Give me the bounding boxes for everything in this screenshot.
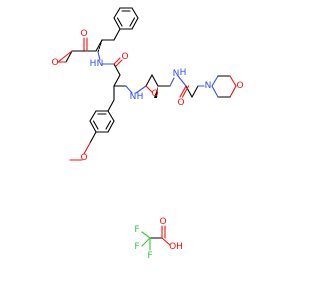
tfa-hydroxyl: OH bbox=[169, 242, 183, 252]
epoxide-oxygen: O bbox=[51, 58, 58, 68]
tfa-fluorine-3: F bbox=[147, 251, 152, 261]
tfa-bonds bbox=[141, 225, 171, 251]
morpholine-ring bbox=[211, 75, 237, 98]
amide1-oxygen: O bbox=[121, 52, 128, 62]
bond-network bbox=[57, 7, 237, 251]
morpholine-oxygen: O bbox=[236, 81, 243, 91]
methoxy-oxygen: O bbox=[80, 153, 87, 163]
morpholine-nitrogen: N bbox=[205, 81, 212, 91]
amide3-oxygen: O bbox=[177, 98, 184, 108]
ketone-oxygen: O bbox=[80, 29, 87, 39]
atom-labels: O O N H O N H O N H O N O O O OH F F F bbox=[51, 29, 243, 261]
amide2-oxygen: O bbox=[151, 89, 158, 99]
tfa-carbonyl-oxygen: O bbox=[159, 217, 166, 227]
tfa-fluorine-1: F bbox=[134, 225, 139, 235]
amide1-hydrogen: H bbox=[90, 59, 97, 69]
amide3-hydrogen: H bbox=[180, 68, 187, 78]
tfa-fluorine-2: F bbox=[134, 242, 139, 252]
amide2-nitrogen: N bbox=[130, 92, 137, 102]
amide2-hydrogen: H bbox=[137, 92, 144, 102]
methoxyphenyl-ring bbox=[89, 110, 115, 133]
phenyl-ring bbox=[113, 7, 139, 30]
benzyl-bond bbox=[113, 28, 121, 41]
chemical-structure: O O N H O N H O N H O N O O O OH F F F bbox=[51, 7, 244, 261]
amide1-nitrogen: N bbox=[97, 59, 104, 69]
amide3-nitrogen: N bbox=[173, 69, 180, 79]
